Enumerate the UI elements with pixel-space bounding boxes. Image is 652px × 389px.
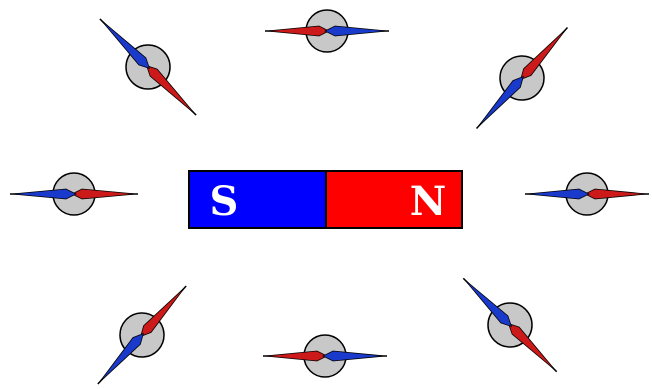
compass-needle-south xyxy=(325,26,387,36)
compass-needle-south xyxy=(323,351,385,361)
magnet-north-label: N xyxy=(410,178,447,225)
compass-top-right xyxy=(460,13,584,144)
compass-bottom-left xyxy=(81,271,202,389)
compass-needle-north xyxy=(72,189,136,199)
compass-needle-north xyxy=(267,26,329,36)
compass-needle-north xyxy=(585,189,647,199)
compass-left xyxy=(10,173,138,215)
compass-top-left xyxy=(84,3,211,130)
compass-needle-south xyxy=(98,17,153,72)
compass-top xyxy=(265,10,389,52)
compass-needle-south xyxy=(12,189,76,199)
bar-magnet: S N xyxy=(189,171,462,228)
compass-needle-south xyxy=(527,189,589,199)
compass-needle-north xyxy=(143,62,198,117)
compass-right xyxy=(525,173,649,215)
compass-needle-north xyxy=(265,351,327,361)
compass-bottom-right xyxy=(448,263,572,387)
magnet-south-label: S xyxy=(210,178,239,225)
compass-bottom xyxy=(263,335,387,377)
